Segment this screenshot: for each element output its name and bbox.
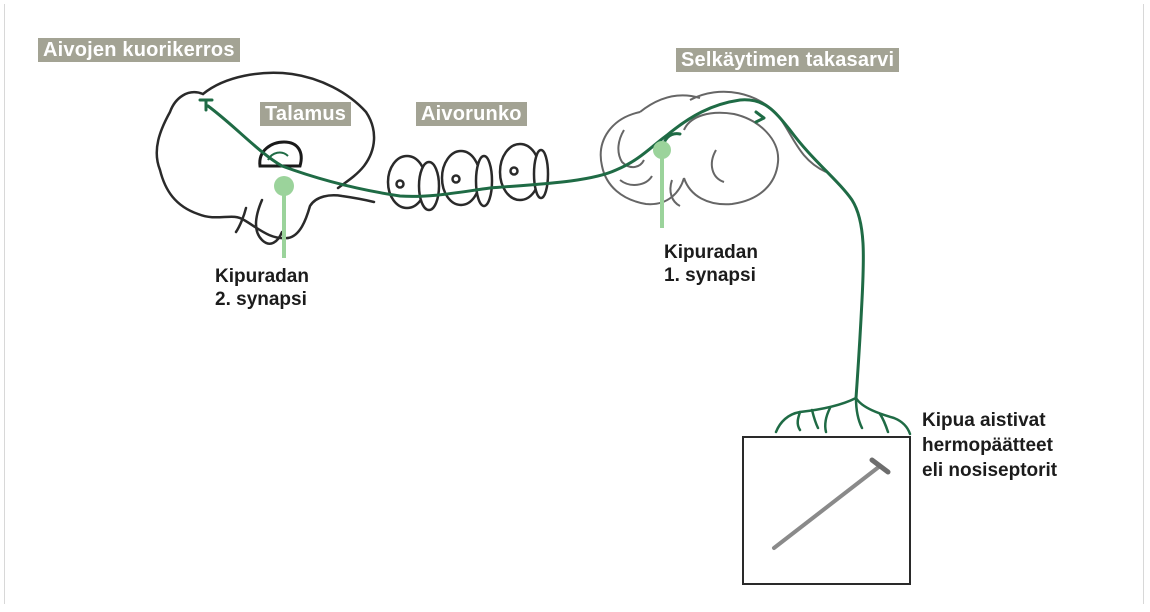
nociceptors-caption-line1: Kipua aistivat: [922, 408, 1057, 433]
dorsal-horn-label: Selkäytimen takasarvi: [676, 48, 899, 72]
synapse-1-caption: Kipuradan 1. synapsi: [664, 241, 758, 287]
nociceptors-caption-line2: hermopäätteet: [922, 433, 1057, 458]
nociceptors-caption-line3: eli nosiseptorit: [922, 458, 1057, 483]
spinal-cord-section: [601, 92, 826, 206]
pain-pathway-line: [200, 100, 863, 398]
brainstem-label: Aivorunko: [416, 102, 527, 126]
nerve-endings: [776, 398, 910, 434]
nociceptor-stimulus-box: [743, 437, 910, 584]
brainstem-discs: [388, 144, 548, 210]
nociceptors-caption: Kipua aistivat hermopäätteet eli nosisep…: [922, 408, 1057, 483]
cortex-label: Aivojen kuorikerros: [38, 38, 240, 62]
thalamus-label: Talamus: [260, 102, 351, 126]
synapse-2-marker: [274, 176, 294, 258]
synapse-1-marker: [653, 141, 671, 228]
synapse-1-caption-line2: 1. synapsi: [664, 264, 758, 287]
synapse-2-caption-line1: Kipuradan: [215, 265, 309, 288]
synapse-1-caption-line1: Kipuradan: [664, 241, 758, 264]
synapse-2-caption-line2: 2. synapsi: [215, 288, 309, 311]
synapse-2-caption: Kipuradan 2. synapsi: [215, 265, 309, 311]
